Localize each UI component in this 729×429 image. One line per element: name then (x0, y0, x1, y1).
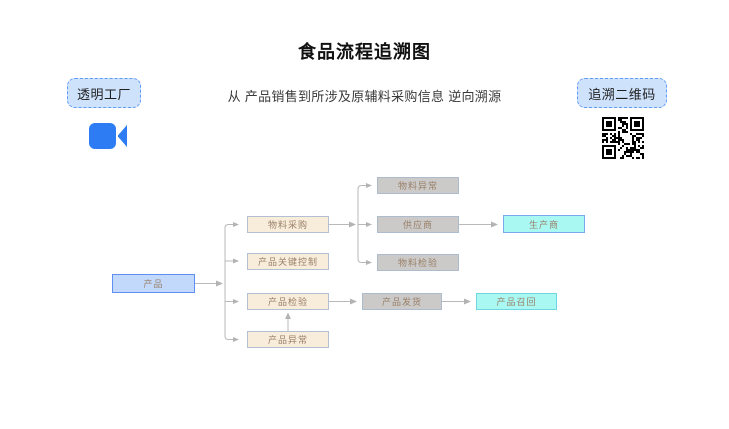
page-title: 食品流程追溯图 (298, 42, 431, 62)
node-material-inspection[interactable]: 物料检验 (377, 254, 459, 271)
node-product-inspection[interactable]: 产品检验 (247, 293, 329, 310)
traceability-qr-label: 追溯二维码 (588, 86, 656, 102)
node-product-recall[interactable]: 产品召回 (476, 293, 557, 310)
node-product-abnormal[interactable]: 产品异常 (247, 331, 329, 348)
node-material-abnormal[interactable]: 物料异常 (377, 177, 459, 194)
node-product[interactable]: 产品 (112, 274, 195, 293)
node-material-purchase[interactable]: 物料采购 (247, 216, 329, 233)
node-supplier[interactable]: 供应商 (377, 216, 459, 233)
qr-code[interactable] (602, 117, 644, 159)
transparent-factory-label: 透明工厂 (76, 86, 131, 102)
traceability-qr-button[interactable]: 追溯二维码 (577, 78, 667, 108)
transparent-factory-button[interactable]: 透明工厂 (67, 78, 141, 108)
node-manufacturer[interactable]: 生产商 (503, 215, 585, 233)
node-product-shipment[interactable]: 产品发货 (362, 293, 442, 310)
page-subtitle: 从 产品销售到所涉及原辅料采购信息 逆向溯源 (227, 89, 502, 104)
node-key-control[interactable]: 产品关键控制 (247, 253, 329, 270)
video-camera-icon[interactable] (89, 123, 127, 149)
